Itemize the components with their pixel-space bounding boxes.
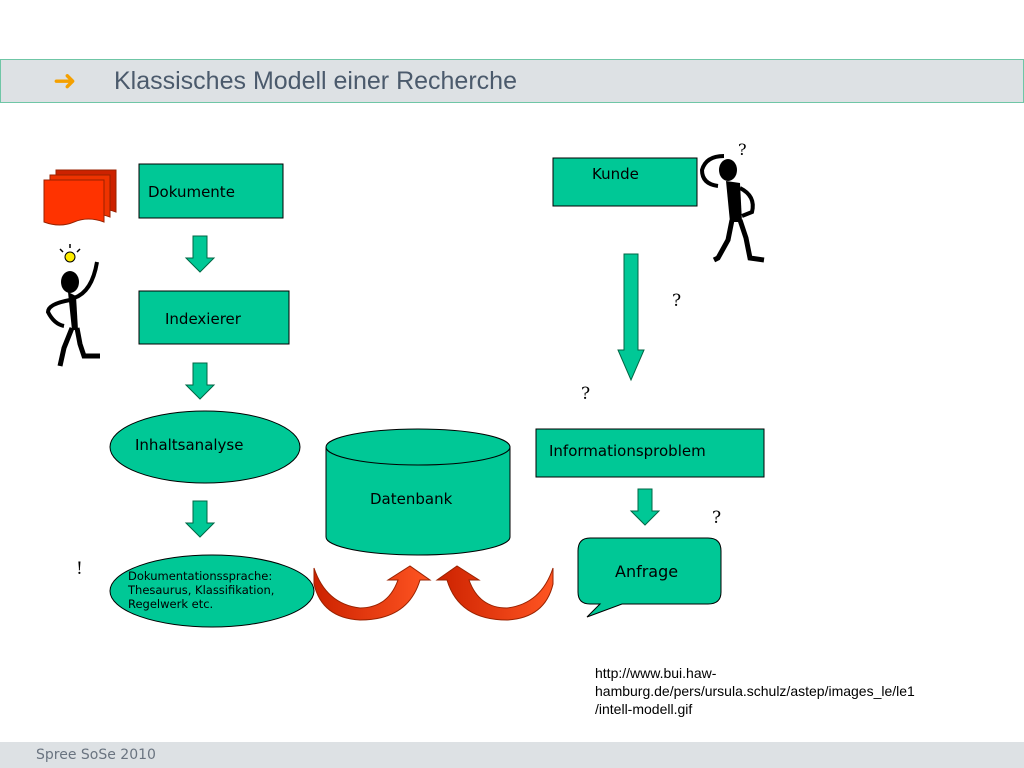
kunde-box: Kunde [552,157,698,207]
inhaltsanalyse-ellipse: Inhaltsanalyse [109,410,301,484]
arrow-down-icon [617,253,645,382]
source-url: http://www.bui.haw- hamburg.de/pers/ursu… [595,664,985,718]
informationsproblem-label: Informationsproblem [549,442,706,460]
question-mark: ? [581,384,590,404]
source-url-line: http://www.bui.haw- [595,665,717,681]
indexierer-label: Indexierer [165,310,242,328]
footer-text: Spree SoSe 2010 [36,747,156,763]
exclamation-mark: ! [76,559,83,579]
dokumente-box: Dokumente [138,163,284,219]
footer: Spree SoSe 2010 [0,742,1024,768]
question-mark: ? [712,508,721,528]
arrow-down-icon [184,500,216,538]
dokumentationssprache-ellipse: Dokumentationssprache: Thesaurus, Klassi… [109,554,315,628]
arrow-down-icon [184,362,216,400]
source-url-line: hamburg.de/pers/ursula.schulz/astep/imag… [595,683,915,699]
inhaltsanalyse-label: Inhaltsanalyse [135,436,243,454]
source-url-line: /intell-modell.gif [595,701,693,717]
curved-arrow-icon [435,565,554,621]
curved-arrow-icon [313,565,432,621]
question-mark: ? [672,291,681,311]
anfrage-label: Anfrage [615,562,678,581]
dokumentationssprache-line-1: Dokumentationssprache: [128,569,272,583]
title-bar: ➜ Klassisches Modell einer Recherche [0,59,1024,103]
documents-icon [43,169,117,226]
research-model-diagram: Dokumente Indexierer Inhaltsanalyse ! Do… [43,140,765,628]
arrow-down-icon [629,488,661,526]
kunde-label: Kunde [592,165,639,183]
question-mark: ? [738,140,747,159]
confused-figure-icon: ? [699,140,765,263]
anfrage-bubble: Anfrage [577,537,722,618]
informationsproblem-box: Informationsproblem [535,428,765,478]
right-arrow-icon: ➜ [53,64,77,97]
indexierer-box: Indexierer [138,290,290,345]
dokumente-label: Dokumente [148,183,235,201]
page-title: Klassisches Modell einer Recherche [114,67,517,95]
dokumentationssprache-line-2: Thesaurus, Klassifikation, [127,583,274,597]
idea-figure-icon [45,244,100,367]
datenbank-label: Datenbank [370,490,453,508]
datenbank-cylinder: Datenbank [325,428,511,556]
arrow-down-icon [184,235,216,273]
dokumentationssprache-line-3: Regelwerk etc. [128,597,213,611]
